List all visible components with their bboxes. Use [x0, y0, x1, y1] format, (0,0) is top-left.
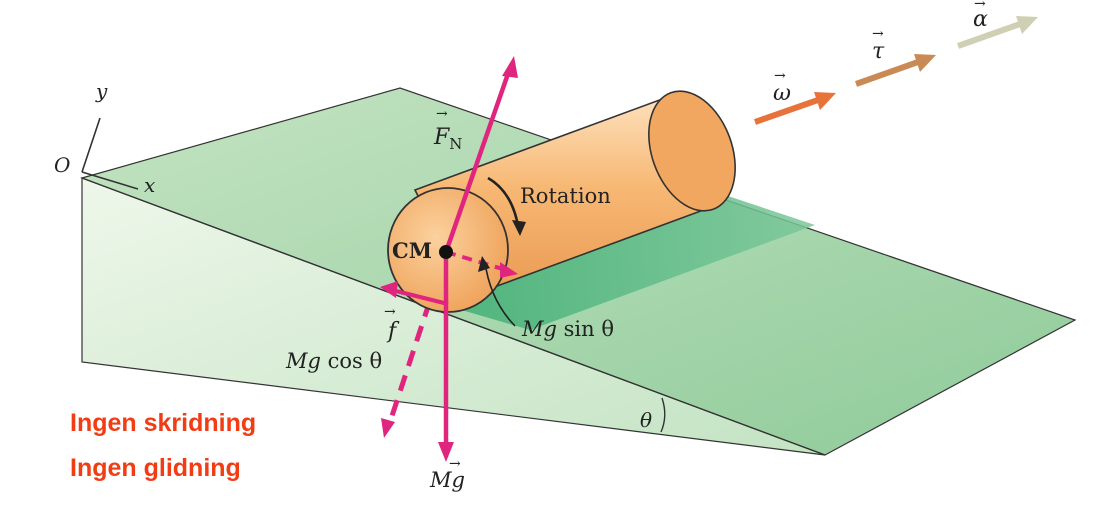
alpha-arrowhead — [1016, 16, 1038, 34]
rotation-arrow-icon — [487, 176, 520, 227]
tau-vector-mark: → — [872, 26, 884, 42]
alpha-label: α — [973, 7, 988, 32]
mg-cos-arrowhead — [381, 418, 395, 438]
mg-sin-arrowhead — [500, 262, 518, 278]
theta-arc — [660, 397, 666, 433]
normal-force-arrowhead — [502, 56, 518, 78]
alpha-vector-mark: → — [974, 0, 986, 12]
cylinder-contact-shadow — [448, 195, 815, 330]
omega-arrowhead — [814, 92, 836, 110]
note-no-slipping: Ingen skridning — [70, 409, 256, 437]
tau-arrow — [854, 59, 920, 87]
mg-sin-pointer-head — [478, 256, 490, 272]
note-no-sliding: Ingen glidning — [70, 454, 241, 482]
x-axis-line — [81, 171, 139, 190]
mg-sin-suffix: sin θ — [557, 317, 614, 341]
friction-arrowhead — [380, 281, 398, 298]
y-axis-line — [81, 117, 101, 173]
normal-force-symbol: F — [433, 125, 450, 150]
normal-force-vector-mark: → — [436, 106, 448, 122]
mg-cos-prefix: Mg — [285, 349, 321, 373]
y-axis-label: y — [95, 79, 108, 103]
origin-label: O — [54, 153, 70, 177]
rotation-arrowhead-icon — [512, 220, 526, 236]
tau-arrowhead — [914, 54, 936, 72]
alpha-arrow — [956, 21, 1022, 49]
normal-force-subscript: N — [449, 135, 462, 153]
ramp-front-edge — [81, 177, 826, 456]
cm-dot — [439, 245, 453, 259]
weight-label: Mg — [429, 468, 465, 492]
cylinder-far-end — [648, 90, 736, 212]
friction-arrow — [391, 288, 449, 306]
normal-force-label: FN — [433, 125, 462, 153]
omega-arrow — [754, 97, 819, 125]
tau-label: τ — [872, 39, 885, 64]
mg-cos-suffix: cos θ — [321, 349, 382, 373]
weight-vector-mark: → — [449, 456, 461, 472]
cm-label: CM — [392, 238, 432, 263]
weight-arrowhead — [438, 442, 454, 462]
normal-force-arrow — [443, 67, 513, 253]
x-axis-label: x — [144, 173, 155, 197]
omega-label: ω — [773, 81, 791, 106]
omega-vector-mark: → — [774, 68, 786, 84]
theta-label: θ — [640, 408, 652, 432]
friction-vector-mark: → — [384, 304, 396, 320]
mg-sin-label: Mg sin θ — [521, 317, 614, 341]
mg-sin-prefix: Mg — [521, 317, 557, 341]
rotation-label: Rotation — [520, 184, 611, 208]
mg-sin-component-arrow — [445, 250, 507, 272]
mg-cos-label: Mg cos θ — [285, 349, 382, 373]
